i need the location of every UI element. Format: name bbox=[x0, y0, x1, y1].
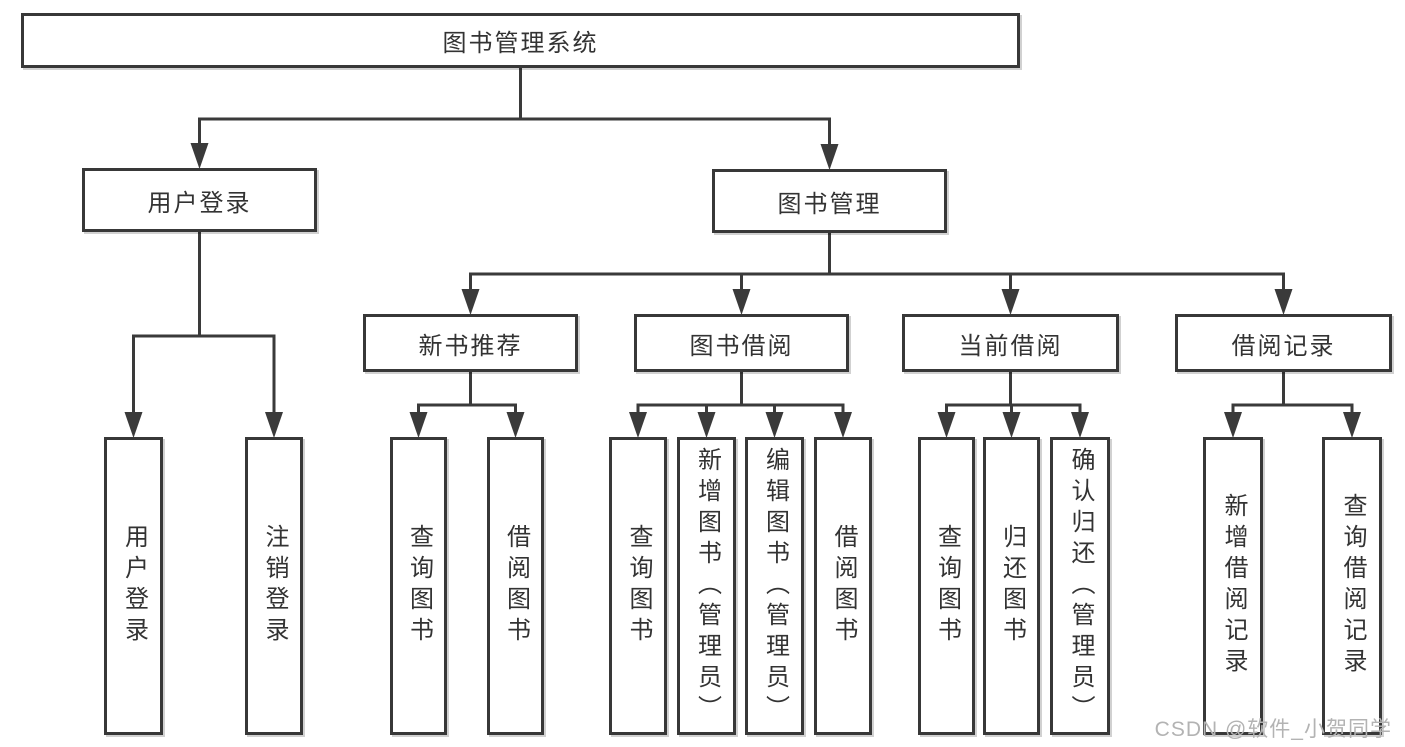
node-label-leaf-edit-book: 编辑图书（管理员） bbox=[761, 446, 789, 726]
node-root: 图书管理系统 bbox=[21, 13, 1020, 68]
node-leaf-user-login: 用户登录 bbox=[104, 437, 163, 735]
arrowhead-icon bbox=[506, 412, 525, 438]
arrowhead-icon bbox=[190, 143, 209, 169]
arrowhead-icon bbox=[409, 412, 428, 438]
arrowhead-icon bbox=[937, 412, 956, 438]
node-new-book-rec: 新书推荐 bbox=[363, 314, 578, 372]
arrowhead-icon bbox=[1071, 412, 1089, 438]
arrowhead-icon bbox=[820, 144, 839, 170]
node-label-leaf-confirm-return: 确认归还（管理员） bbox=[1067, 446, 1094, 726]
arrowhead-icon bbox=[461, 289, 480, 315]
node-label-leaf-add-borrow-record: 新增借阅记录 bbox=[1220, 493, 1247, 679]
node-borrow-records: 借阅记录 bbox=[1175, 314, 1392, 372]
node-label-book-mgmt: 图书管理 bbox=[777, 190, 882, 218]
watermark-text: CSDN @软件_小贺同学 bbox=[1154, 718, 1392, 741]
node-label-leaf-user-login: 用户登录 bbox=[120, 524, 148, 648]
node-label-leaf-query-borrow-record: 查询借阅记录 bbox=[1339, 493, 1366, 679]
node-label-new-book-rec: 新书推荐 bbox=[418, 332, 523, 360]
arrowhead-icon bbox=[732, 289, 751, 315]
node-leaf-query-book-1: 查询图书 bbox=[390, 437, 447, 735]
node-leaf-borrow-book-1: 借阅图书 bbox=[487, 437, 544, 735]
node-leaf-query-book-3: 查询图书 bbox=[918, 437, 975, 735]
node-label-borrow-records: 借阅记录 bbox=[1231, 332, 1336, 360]
arrowhead-icon bbox=[124, 412, 143, 438]
node-label-current-borrow: 当前借阅 bbox=[958, 332, 1063, 360]
node-leaf-add-book: 新增图书（管理员） bbox=[677, 437, 736, 735]
node-label-user-login: 用户登录 bbox=[147, 189, 252, 217]
node-leaf-confirm-return: 确认归还（管理员） bbox=[1050, 437, 1110, 735]
node-label-leaf-return-book: 归还图书 bbox=[998, 524, 1026, 648]
node-label-leaf-query-book-1: 查询图书 bbox=[405, 524, 433, 648]
node-book-mgmt: 图书管理 bbox=[712, 169, 947, 233]
node-current-borrow: 当前借阅 bbox=[902, 314, 1119, 372]
node-leaf-borrow-book-2: 借阅图书 bbox=[814, 437, 872, 735]
arrowhead-icon bbox=[629, 412, 647, 438]
arrowhead-icon bbox=[765, 412, 784, 438]
node-leaf-edit-book: 编辑图书（管理员） bbox=[745, 437, 804, 735]
arrowhead-icon bbox=[1224, 412, 1242, 438]
node-label-book-borrow: 图书借阅 bbox=[689, 332, 794, 360]
arrowhead-icon bbox=[1001, 289, 1020, 315]
arrowhead-icon bbox=[1274, 289, 1293, 315]
node-book-borrow: 图书借阅 bbox=[634, 314, 849, 372]
node-label-root: 图书管理系统 bbox=[442, 30, 599, 57]
node-label-leaf-query-book-3: 查询图书 bbox=[933, 524, 961, 648]
node-leaf-query-borrow-record: 查询借阅记录 bbox=[1322, 437, 1382, 735]
node-label-leaf-borrow-book-2: 借阅图书 bbox=[830, 524, 857, 648]
node-label-leaf-borrow-book-1: 借阅图书 bbox=[502, 524, 530, 648]
node-label-leaf-logout: 注销登录 bbox=[261, 524, 288, 648]
node-label-leaf-query-book-2: 查询图书 bbox=[625, 524, 652, 648]
arrowhead-icon bbox=[697, 412, 716, 438]
arrowhead-icon bbox=[834, 412, 852, 438]
node-leaf-add-borrow-record: 新增借阅记录 bbox=[1203, 437, 1263, 735]
node-leaf-return-book: 归还图书 bbox=[983, 437, 1040, 735]
node-user-login: 用户登录 bbox=[82, 168, 317, 232]
arrowhead-icon bbox=[1002, 412, 1021, 438]
node-leaf-logout: 注销登录 bbox=[245, 437, 303, 735]
arrowhead-icon bbox=[265, 412, 283, 438]
node-label-leaf-add-book: 新增图书（管理员） bbox=[693, 446, 721, 726]
node-leaf-query-book-2: 查询图书 bbox=[609, 437, 667, 735]
arrowhead-icon bbox=[1343, 412, 1361, 438]
